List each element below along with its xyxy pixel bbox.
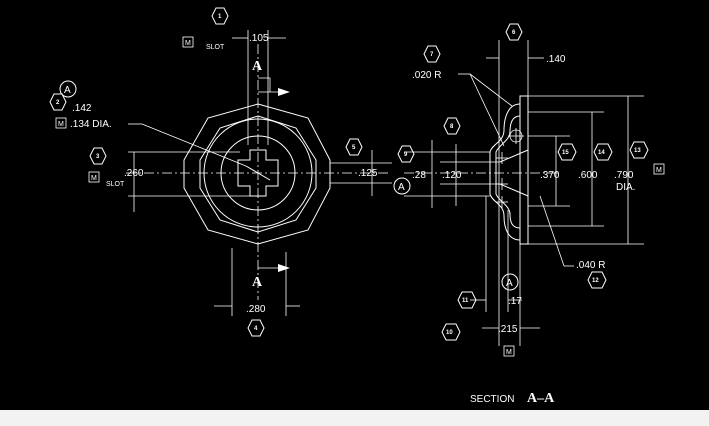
dim-105: .105 xyxy=(249,33,269,44)
balloon-7 xyxy=(423,45,441,63)
balloon-15 xyxy=(557,143,577,161)
balloons: 1 2 3 4 5 6 7 8 9 10 11 12 13 14 15 xyxy=(49,7,649,341)
dia-leader xyxy=(141,123,247,167)
m-box-790 xyxy=(653,163,665,175)
dim-28: .28 xyxy=(412,170,426,181)
balloon-11 xyxy=(457,291,477,309)
dim-790: .790 xyxy=(614,170,634,181)
datum-a-right xyxy=(393,177,411,195)
cad-drawing: .105 M SLOT A A A .142 M .134 DIA. .260 … xyxy=(49,7,665,406)
dim-280: .280 xyxy=(246,304,266,315)
body-profile xyxy=(489,103,521,241)
m-box-dia xyxy=(55,117,67,129)
svg-text:14: 14 xyxy=(598,150,605,156)
svg-text:7: 7 xyxy=(430,52,434,58)
cad-drawing-canvas: .105 M SLOT A A A .142 M .134 DIA. .260 … xyxy=(49,7,665,406)
left-view: .105 M SLOT A A A .142 M .134 DIA. .260 … xyxy=(55,30,392,316)
section-arrowhead-bottom xyxy=(278,264,290,272)
dim-215: .215 xyxy=(498,324,518,335)
datum-a-left xyxy=(59,80,77,98)
right-view: .140 .020 R .28 .120 A .370 .600 .790 DI… xyxy=(393,40,665,357)
svg-text:11: 11 xyxy=(462,298,469,304)
section-arrow-top xyxy=(258,77,278,93)
svg-text:13: 13 xyxy=(634,148,641,154)
cone-line-bottom xyxy=(499,183,529,197)
svg-text:1: 1 xyxy=(218,14,222,20)
svg-text:15: 15 xyxy=(562,150,569,156)
m-box-dia-label: M xyxy=(58,121,64,128)
dia-label: DIA. xyxy=(616,182,635,193)
radius-020: .020 R xyxy=(412,70,441,81)
balloon-2 xyxy=(49,93,67,111)
m-box-215 xyxy=(503,345,515,357)
balloon-5 xyxy=(345,138,363,156)
balloon-4 xyxy=(247,319,265,337)
datum-a-right-label: A xyxy=(398,182,405,193)
svg-text:6: 6 xyxy=(512,30,516,36)
dim-125: .125 xyxy=(358,168,378,179)
slot-label-left: SLOT xyxy=(106,181,125,188)
dim-140: .140 xyxy=(546,54,566,65)
m-box-790-label: M xyxy=(656,167,662,174)
cross-slot xyxy=(237,149,279,197)
outer-octagon xyxy=(183,103,331,245)
balloon-3 xyxy=(89,147,107,165)
svg-text:9: 9 xyxy=(404,152,408,158)
m-box-260 xyxy=(88,171,100,183)
dim-370: .370 xyxy=(540,170,560,181)
section-letter-top: A xyxy=(252,59,263,74)
section-arrowhead-top xyxy=(278,88,290,96)
bottom-strip xyxy=(0,410,709,426)
datum-a-bottom xyxy=(501,273,519,291)
svg-text:12: 12 xyxy=(592,278,599,284)
svg-text:10: 10 xyxy=(446,330,453,336)
balloon-12 xyxy=(587,271,607,289)
svg-text:4: 4 xyxy=(254,326,258,332)
balloon-13 xyxy=(629,141,649,159)
balloon-8 xyxy=(443,117,461,135)
dim-600: .600 xyxy=(578,170,598,181)
svg-text:5: 5 xyxy=(352,145,356,151)
svg-text:8: 8 xyxy=(450,124,454,130)
svg-text:2: 2 xyxy=(56,100,60,106)
balloon-14 xyxy=(593,143,613,161)
dim-142: .142 xyxy=(72,103,92,114)
datum-a-left-label: A xyxy=(64,85,71,96)
radius-040: .040 R xyxy=(576,260,605,271)
datum-a-bottom-label: A xyxy=(506,278,513,289)
dim-260: .260 xyxy=(124,168,144,179)
balloon-1 xyxy=(211,7,229,25)
balloon-6 xyxy=(505,23,523,41)
slot-label-top: SLOT xyxy=(206,44,225,51)
balloon-10 xyxy=(441,323,461,341)
section-letter-bottom: A xyxy=(252,275,263,290)
m-box-slot xyxy=(182,36,194,48)
section-caption-letters: A–A xyxy=(527,391,555,406)
flange-plate xyxy=(519,95,529,245)
svg-text:3: 3 xyxy=(96,154,100,160)
dim-134-dia: .134 DIA. xyxy=(70,119,112,130)
dim-120: .120 xyxy=(442,170,462,181)
m-box-slot-label: M xyxy=(185,40,191,47)
section-caption-word: SECTION xyxy=(470,394,514,405)
m-box-260-label: M xyxy=(91,175,97,182)
cone-line-top xyxy=(499,149,529,163)
m-box-215-label: M xyxy=(506,349,512,356)
balloon-9 xyxy=(397,145,415,163)
dim-17: .17 xyxy=(508,296,522,307)
